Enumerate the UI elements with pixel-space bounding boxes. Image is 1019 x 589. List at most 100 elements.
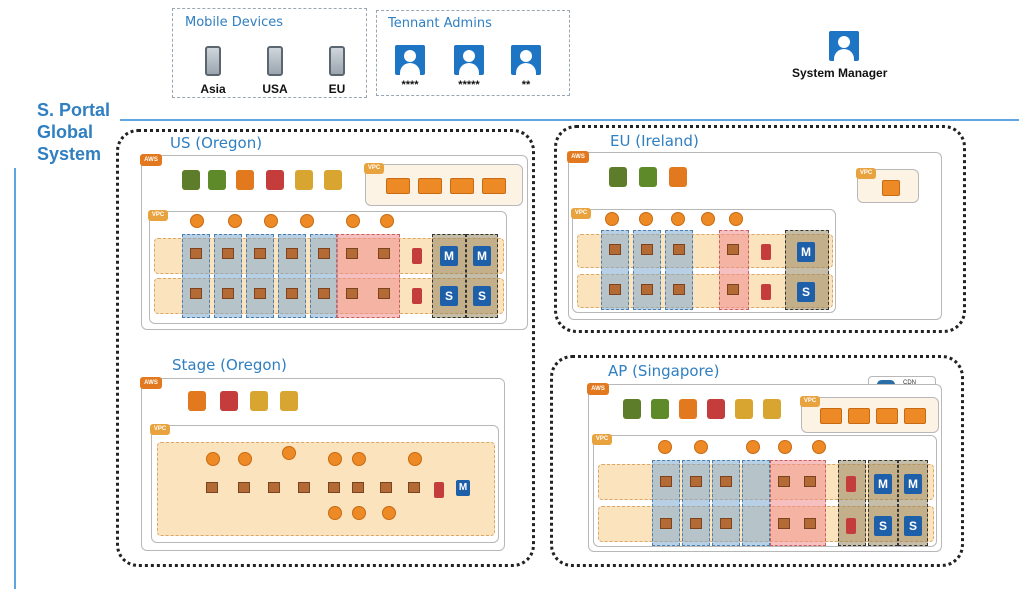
admin-user-icon bbox=[454, 45, 484, 75]
db-master-icon: M bbox=[456, 480, 470, 496]
load-balancer-icon bbox=[300, 214, 314, 228]
db-slave-icon: S bbox=[440, 286, 458, 306]
instance-icon bbox=[318, 288, 330, 299]
instance-icon bbox=[778, 518, 790, 529]
subnet-column bbox=[310, 234, 338, 318]
instance-icon bbox=[328, 482, 340, 493]
vpc-services-box: VPC bbox=[800, 396, 939, 433]
admin-label: **** bbox=[401, 79, 419, 91]
instance-icon bbox=[352, 482, 364, 493]
instance-icon bbox=[254, 288, 266, 299]
subnet-column bbox=[712, 460, 740, 546]
instance-icon bbox=[641, 284, 653, 295]
ec2-icon bbox=[669, 167, 687, 187]
db-master-icon: M bbox=[904, 474, 922, 494]
instance-icon bbox=[660, 518, 672, 529]
subnet-column bbox=[665, 230, 693, 310]
instance-icon bbox=[222, 288, 234, 299]
load-balancer-icon bbox=[346, 214, 360, 228]
vpc-main-box: VPC M S bbox=[571, 208, 836, 313]
instance-icon bbox=[609, 244, 621, 255]
instance-icon bbox=[378, 288, 390, 299]
db-slave-icon: S bbox=[874, 516, 892, 536]
db-master-icon: M bbox=[874, 474, 892, 494]
load-balancer-icon bbox=[812, 440, 826, 454]
service-block bbox=[882, 180, 900, 196]
system-manager-icon bbox=[829, 31, 859, 61]
db-slave-icon: S bbox=[904, 516, 922, 536]
aws-tag: AWS bbox=[567, 151, 589, 163]
device-label-asia: Asia bbox=[200, 82, 226, 96]
subnet-column bbox=[719, 230, 749, 310]
instance-icon bbox=[206, 482, 218, 493]
vpc-tag: VPC bbox=[150, 424, 170, 435]
load-balancer-icon bbox=[328, 452, 342, 466]
instance-icon bbox=[346, 248, 358, 259]
instance-icon bbox=[727, 284, 739, 295]
device-label-eu: EU bbox=[328, 82, 346, 96]
vpc-tag: VPC bbox=[800, 396, 820, 407]
instance-icon bbox=[298, 482, 310, 493]
vpc-main-box: VPC M bbox=[150, 424, 499, 543]
cache-icon bbox=[434, 482, 444, 498]
sns-icon bbox=[280, 391, 298, 411]
instance-icon bbox=[720, 518, 732, 529]
aws-account-box: AWS VPC M bbox=[140, 377, 505, 551]
instance-icon bbox=[690, 476, 702, 487]
subnet-column bbox=[182, 234, 210, 318]
service-block bbox=[904, 408, 926, 424]
waf-icon bbox=[208, 170, 226, 190]
load-balancer-icon bbox=[352, 506, 366, 520]
load-balancer-icon bbox=[729, 212, 743, 226]
instance-icon bbox=[609, 284, 621, 295]
vpc-tag: VPC bbox=[856, 168, 876, 179]
load-balancer-icon bbox=[282, 446, 296, 460]
aws-account-box: AWS VPC VPC M S bbox=[567, 151, 942, 320]
instance-icon bbox=[238, 482, 250, 493]
portal-title-line: S. Portal bbox=[37, 100, 111, 120]
instance-icon bbox=[408, 482, 420, 493]
service-block bbox=[418, 178, 442, 194]
load-balancer-icon bbox=[605, 212, 619, 226]
ec2-icon bbox=[679, 399, 697, 419]
load-balancer-icon bbox=[328, 506, 342, 520]
aws-tag: AWS bbox=[140, 154, 162, 166]
cache-icon bbox=[761, 284, 771, 300]
subnet-column bbox=[214, 234, 242, 318]
service-block bbox=[386, 178, 410, 194]
instance-icon bbox=[727, 244, 739, 255]
portal-title: S. Portal Global System bbox=[37, 99, 110, 165]
load-balancer-icon bbox=[228, 214, 242, 228]
instance-icon bbox=[222, 248, 234, 259]
load-balancer-icon bbox=[658, 440, 672, 454]
vpc-main-box: VPC M M S S bbox=[148, 210, 507, 324]
vpc-tag: VPC bbox=[364, 163, 384, 174]
load-balancer-icon bbox=[746, 440, 760, 454]
cdn-label: CDN bbox=[903, 380, 916, 386]
instance-icon bbox=[318, 248, 330, 259]
ses-icon bbox=[735, 399, 753, 419]
load-balancer-icon bbox=[778, 440, 792, 454]
service-block bbox=[848, 408, 870, 424]
db-master-icon: M bbox=[473, 246, 491, 266]
sns-icon bbox=[324, 170, 342, 190]
db-slave-icon: S bbox=[797, 282, 815, 302]
cache-icon bbox=[412, 248, 422, 264]
instance-icon bbox=[286, 288, 298, 299]
subnet-column bbox=[246, 234, 274, 318]
subnet-column bbox=[601, 230, 629, 310]
db-master-icon: M bbox=[440, 246, 458, 266]
subnet-column bbox=[742, 460, 770, 546]
region-eu-title: EU (Ireland) bbox=[608, 132, 701, 150]
load-balancer-icon bbox=[639, 212, 653, 226]
sns-icon bbox=[763, 399, 781, 419]
s3-icon bbox=[707, 399, 725, 419]
admin-user-icon bbox=[511, 45, 541, 75]
cache-icon bbox=[846, 476, 856, 492]
admin-label: ***** bbox=[458, 79, 480, 91]
admin-user-icon bbox=[395, 45, 425, 75]
load-balancer-icon bbox=[671, 212, 685, 226]
subnet-column bbox=[652, 460, 680, 546]
shield-icon bbox=[609, 167, 627, 187]
instance-icon bbox=[268, 482, 280, 493]
